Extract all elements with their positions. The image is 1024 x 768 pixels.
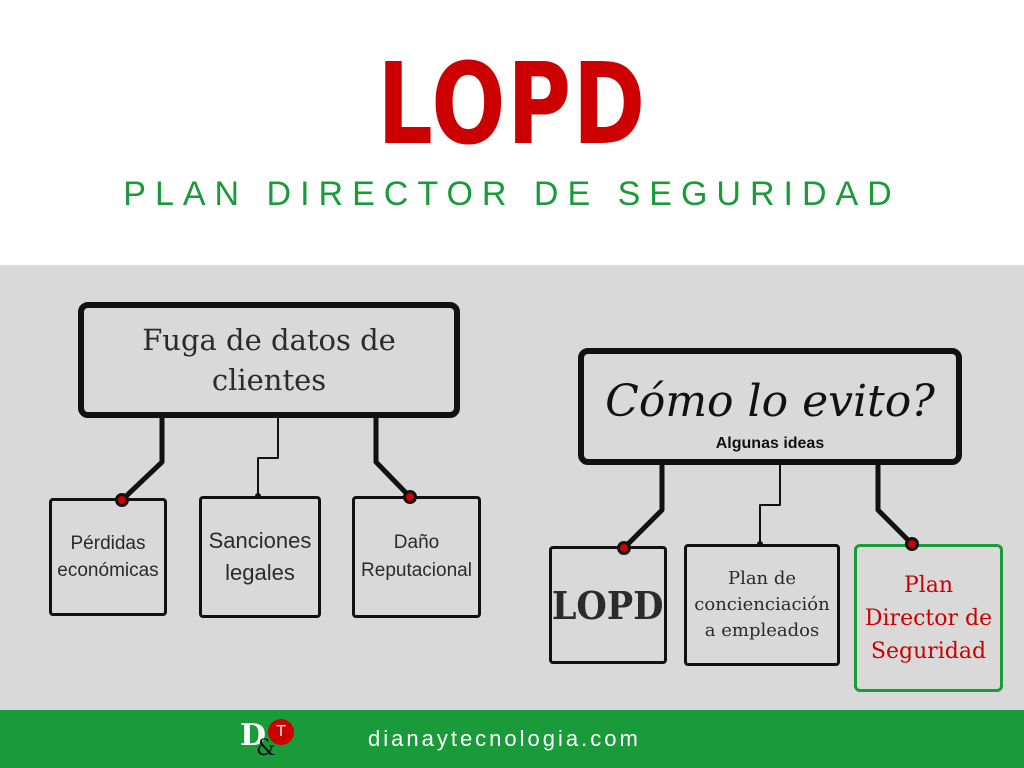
footer-bar (0, 710, 1024, 768)
root-label-how-to-avoid: Cómo lo evito? (605, 375, 935, 427)
main-title: LOPD (377, 40, 647, 170)
connector-right-3 (875, 462, 915, 547)
connector-right-2 (759, 464, 781, 545)
child-box-reputation-damage: Daño Reputacional (352, 496, 481, 618)
connector-left-3 (373, 415, 413, 500)
connector-left-2 (257, 417, 279, 497)
connector-dot-right-3 (905, 537, 919, 551)
connector-dot-right-1 (617, 541, 631, 555)
child-box-security-plan: Plan Director de Seguridad (854, 544, 1003, 692)
child-label-economic-loss: Pérdidas económicas (57, 533, 159, 581)
child-box-economic-loss: Pérdidas económicas (49, 498, 167, 616)
connector-dot-left-1 (115, 493, 129, 507)
root-label-data-leak: Fuga de datos de clientes (142, 323, 396, 397)
child-label-legal-sanctions: Sanciones legales (208, 528, 312, 585)
logo-letter-d: D (240, 718, 267, 753)
child-label-lopd: LOPD (552, 582, 664, 628)
logo-letter-t: T (268, 719, 294, 745)
child-box-awareness-plan: Plan de concienciación a empleados (684, 544, 840, 666)
connector-right-1 (621, 462, 665, 551)
diagram-panel (0, 265, 1024, 710)
logo-ampersand: & (256, 736, 276, 761)
subtitle: PLAN DIRECTOR DE SEGURIDAD (123, 175, 901, 213)
child-box-lopd: LOPD (549, 546, 667, 664)
child-label-security-plan: Plan Director de Seguridad (864, 572, 993, 664)
connector-left-1 (119, 415, 165, 503)
connector-dot-left-3 (403, 490, 417, 504)
website-link[interactable]: dianaytecnologia.com (368, 726, 641, 751)
child-label-awareness-plan: Plan de concienciación a empleados (694, 568, 830, 641)
root-box-data-leak: Fuga de datos de clientes (78, 302, 460, 418)
child-box-legal-sanctions: Sanciones legales (199, 496, 321, 618)
child-label-reputation-damage: Daño Reputacional (361, 532, 472, 581)
root-caption-some-ideas: Algunas ideas (715, 435, 825, 452)
root-box-how-to-avoid: Cómo lo evito? Algunas ideas (578, 348, 962, 465)
